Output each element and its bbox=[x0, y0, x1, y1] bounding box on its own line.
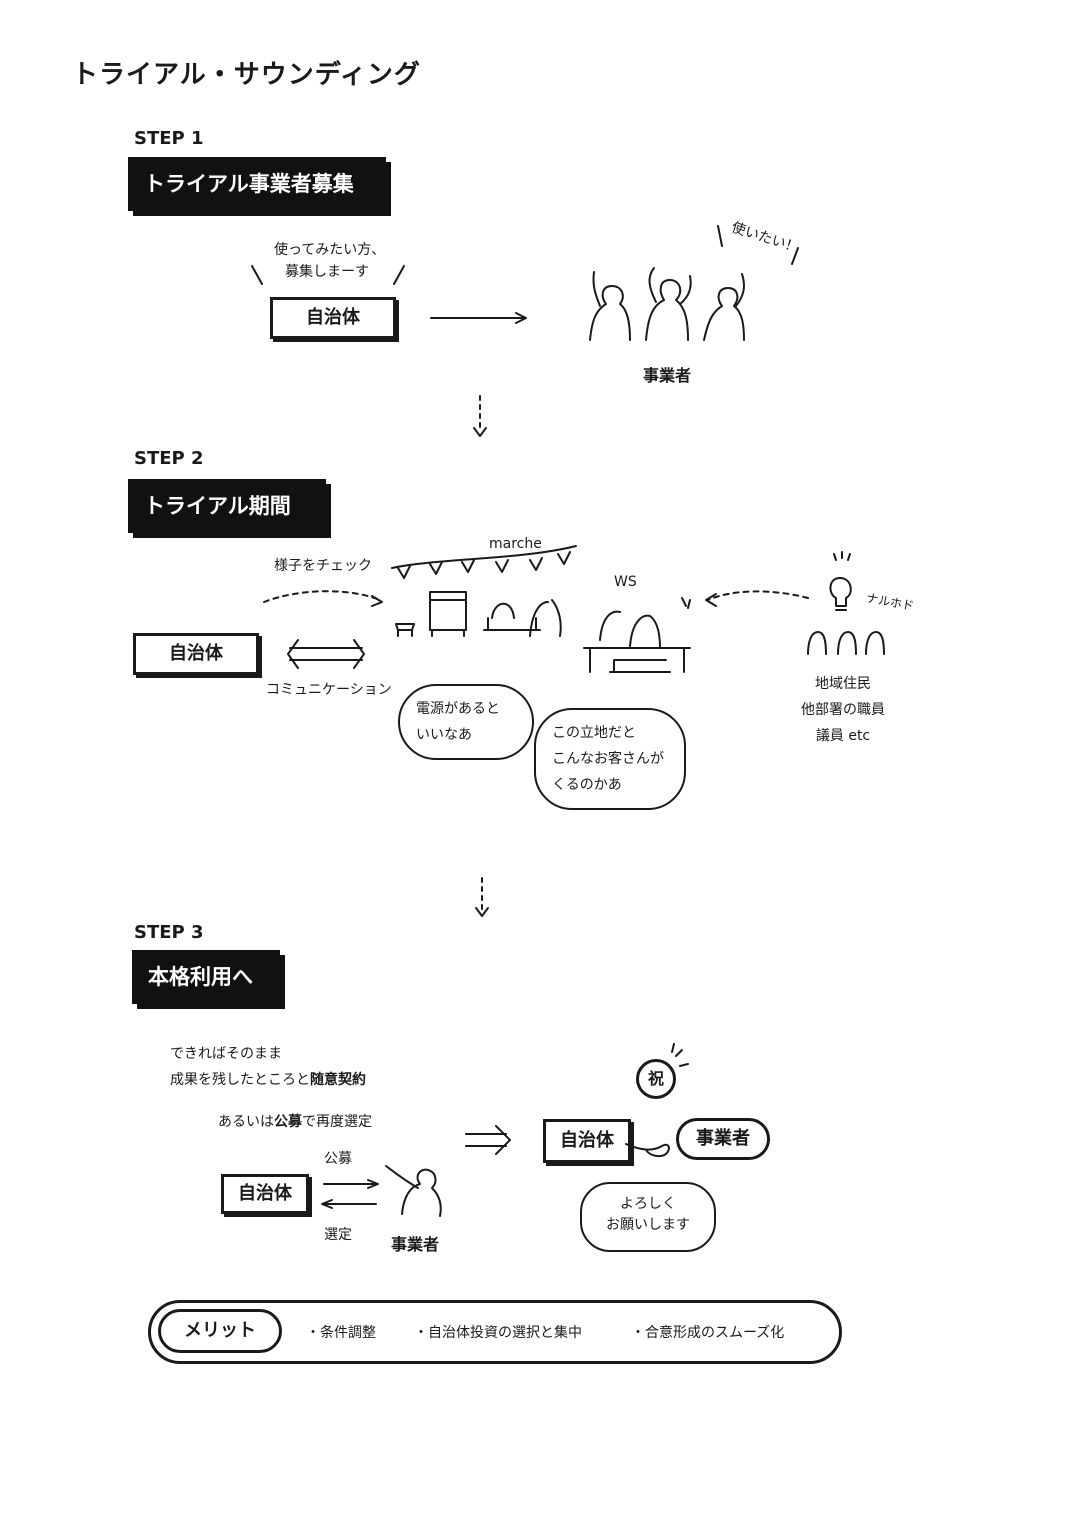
person-arm-3 bbox=[735, 273, 745, 307]
note-line2-a: 成果を残したところと bbox=[170, 1072, 310, 1088]
step1-label: STEP 1 bbox=[134, 128, 204, 149]
step2-banner: トライアル期間 bbox=[128, 479, 326, 533]
step3-operator2-ellipse: 事業者 bbox=[676, 1118, 770, 1160]
observe-arrow-head bbox=[371, 595, 383, 607]
step3-operator-label: 事業者 bbox=[391, 1235, 440, 1254]
stakeholder-councilors: 議員 etc bbox=[815, 728, 871, 744]
comm-double-arrow-lines bbox=[289, 647, 363, 661]
stool-icon bbox=[395, 623, 415, 637]
stakeholder-arrow-head bbox=[705, 593, 717, 607]
step1-banner: トライアル事業者募集 bbox=[128, 157, 386, 211]
person-icon-2 bbox=[645, 279, 689, 341]
result-double-arrow-head bbox=[495, 1125, 511, 1155]
note-line3-b: 公募 bbox=[274, 1114, 302, 1130]
step3-municipality2-box: 自治体 bbox=[543, 1119, 631, 1163]
observe-dashed-arrow bbox=[263, 590, 381, 603]
person-arm-2b bbox=[679, 275, 692, 305]
shout-tick-right bbox=[791, 247, 799, 265]
stakeholder-dashed-arrow bbox=[707, 590, 809, 601]
shout-tick-left bbox=[717, 225, 723, 247]
step1-speech-line1: 使ってみたい方、 bbox=[274, 242, 386, 258]
step3-sentei: 選定 bbox=[324, 1227, 352, 1243]
koubo-arrow-head bbox=[367, 1179, 379, 1189]
step3-municipality-box: 自治体 bbox=[221, 1174, 309, 1214]
market-people bbox=[529, 599, 562, 637]
comm-double-arrow-heads bbox=[287, 639, 365, 669]
step3-label: STEP 3 bbox=[134, 922, 204, 943]
speech-bubble-greeting: よろしく お願いします bbox=[580, 1182, 716, 1252]
ws-ticks bbox=[681, 597, 691, 609]
bunting-flags bbox=[397, 551, 571, 579]
person-icon-3 bbox=[703, 287, 745, 341]
bubble2-line1: この立地だと bbox=[552, 725, 636, 741]
step2-observe: 様子をチェック bbox=[274, 558, 372, 574]
merit-item-conditions: ・条件調整 bbox=[306, 1325, 376, 1341]
emphasis-tick-left bbox=[251, 265, 263, 285]
bubble1-line1: 電源があると bbox=[416, 701, 500, 717]
step1-municipality-box: 自治体 bbox=[270, 297, 396, 339]
resident-icon bbox=[807, 631, 827, 655]
celebrate-rays bbox=[671, 1043, 689, 1067]
step2-stakeholders: 地域住民 他部署の職員 議員 etc bbox=[798, 671, 888, 749]
note-line2-b: 随意契約 bbox=[310, 1072, 366, 1088]
step2-marche: marche bbox=[489, 536, 542, 552]
step3-note-line3: あるいは公募で再度選定 bbox=[218, 1112, 372, 1133]
merit-label: メリット bbox=[158, 1309, 282, 1353]
step1-operators-label: 事業者 bbox=[643, 366, 692, 385]
result-double-arrow-lines bbox=[465, 1133, 507, 1147]
bunting-line bbox=[391, 545, 577, 569]
speech-bubble-location: この立地だと こんなお客さんが くるのかあ bbox=[534, 708, 686, 810]
step2-label: STEP 2 bbox=[134, 448, 204, 469]
market-stall-icon bbox=[429, 591, 467, 637]
staff-icon bbox=[837, 631, 857, 655]
step2-ws: WS bbox=[614, 574, 637, 590]
bubble2-line2: こんなお客さんが bbox=[552, 751, 664, 767]
step1-speech-line2: 募集しまーす bbox=[285, 264, 369, 280]
lightbulb-rays bbox=[833, 551, 851, 561]
merit-bar bbox=[148, 1300, 842, 1364]
emphasis-tick-right bbox=[393, 265, 405, 285]
speech-bubble-power: 電源があると いいなあ bbox=[398, 684, 534, 760]
merit-item-consensus: ・合意形成のスムーズ化 bbox=[631, 1325, 785, 1341]
bubble2-line3: くるのかあ bbox=[552, 777, 622, 793]
stakeholder-residents: 地域住民 bbox=[815, 676, 871, 692]
ws-bench bbox=[609, 659, 671, 673]
bubble1-line2: いいなあ bbox=[416, 727, 472, 743]
arrow-head-operators bbox=[515, 312, 527, 324]
greet-line2: お願いします bbox=[606, 1217, 690, 1233]
dotted-arrow-head-2 bbox=[475, 907, 489, 917]
dotted-arrow-head-1 bbox=[473, 427, 487, 437]
step3-banner: 本格利用へ bbox=[132, 950, 280, 1004]
sentei-arrow-head bbox=[321, 1199, 333, 1209]
operator-person-icon bbox=[401, 1168, 442, 1217]
operator-pointing-arm bbox=[385, 1165, 419, 1189]
greet-line1: よろしく bbox=[620, 1196, 676, 1212]
stakeholder-staff: 他部署の職員 bbox=[801, 702, 885, 718]
person-arm-1 bbox=[592, 271, 601, 307]
person-icon-1 bbox=[589, 285, 631, 341]
person-arm-2a bbox=[648, 267, 657, 303]
celebrate-stamp: 祝 bbox=[636, 1059, 676, 1099]
market-table-people bbox=[483, 602, 541, 631]
councilor-icon bbox=[865, 631, 885, 655]
page-title: トライアル・サウンディング bbox=[72, 60, 421, 90]
note-line3-a: あるいは bbox=[218, 1114, 274, 1130]
step3-koubo: 公募 bbox=[324, 1151, 352, 1167]
ws-table-people bbox=[583, 610, 691, 673]
step3-note-line1: できればそのまま bbox=[170, 1046, 282, 1062]
step3-note-line2: 成果を残したところと随意契約 bbox=[170, 1070, 366, 1091]
step2-municipality-box: 自治体 bbox=[133, 633, 259, 675]
merit-item-investment: ・自治体投資の選択と集中 bbox=[414, 1325, 582, 1341]
step2-communication: コミュニケーション bbox=[266, 682, 392, 698]
note-line3-c: で再度選定 bbox=[302, 1114, 372, 1130]
lightbulb-icon bbox=[829, 577, 852, 611]
handshake-icon bbox=[625, 1143, 670, 1158]
